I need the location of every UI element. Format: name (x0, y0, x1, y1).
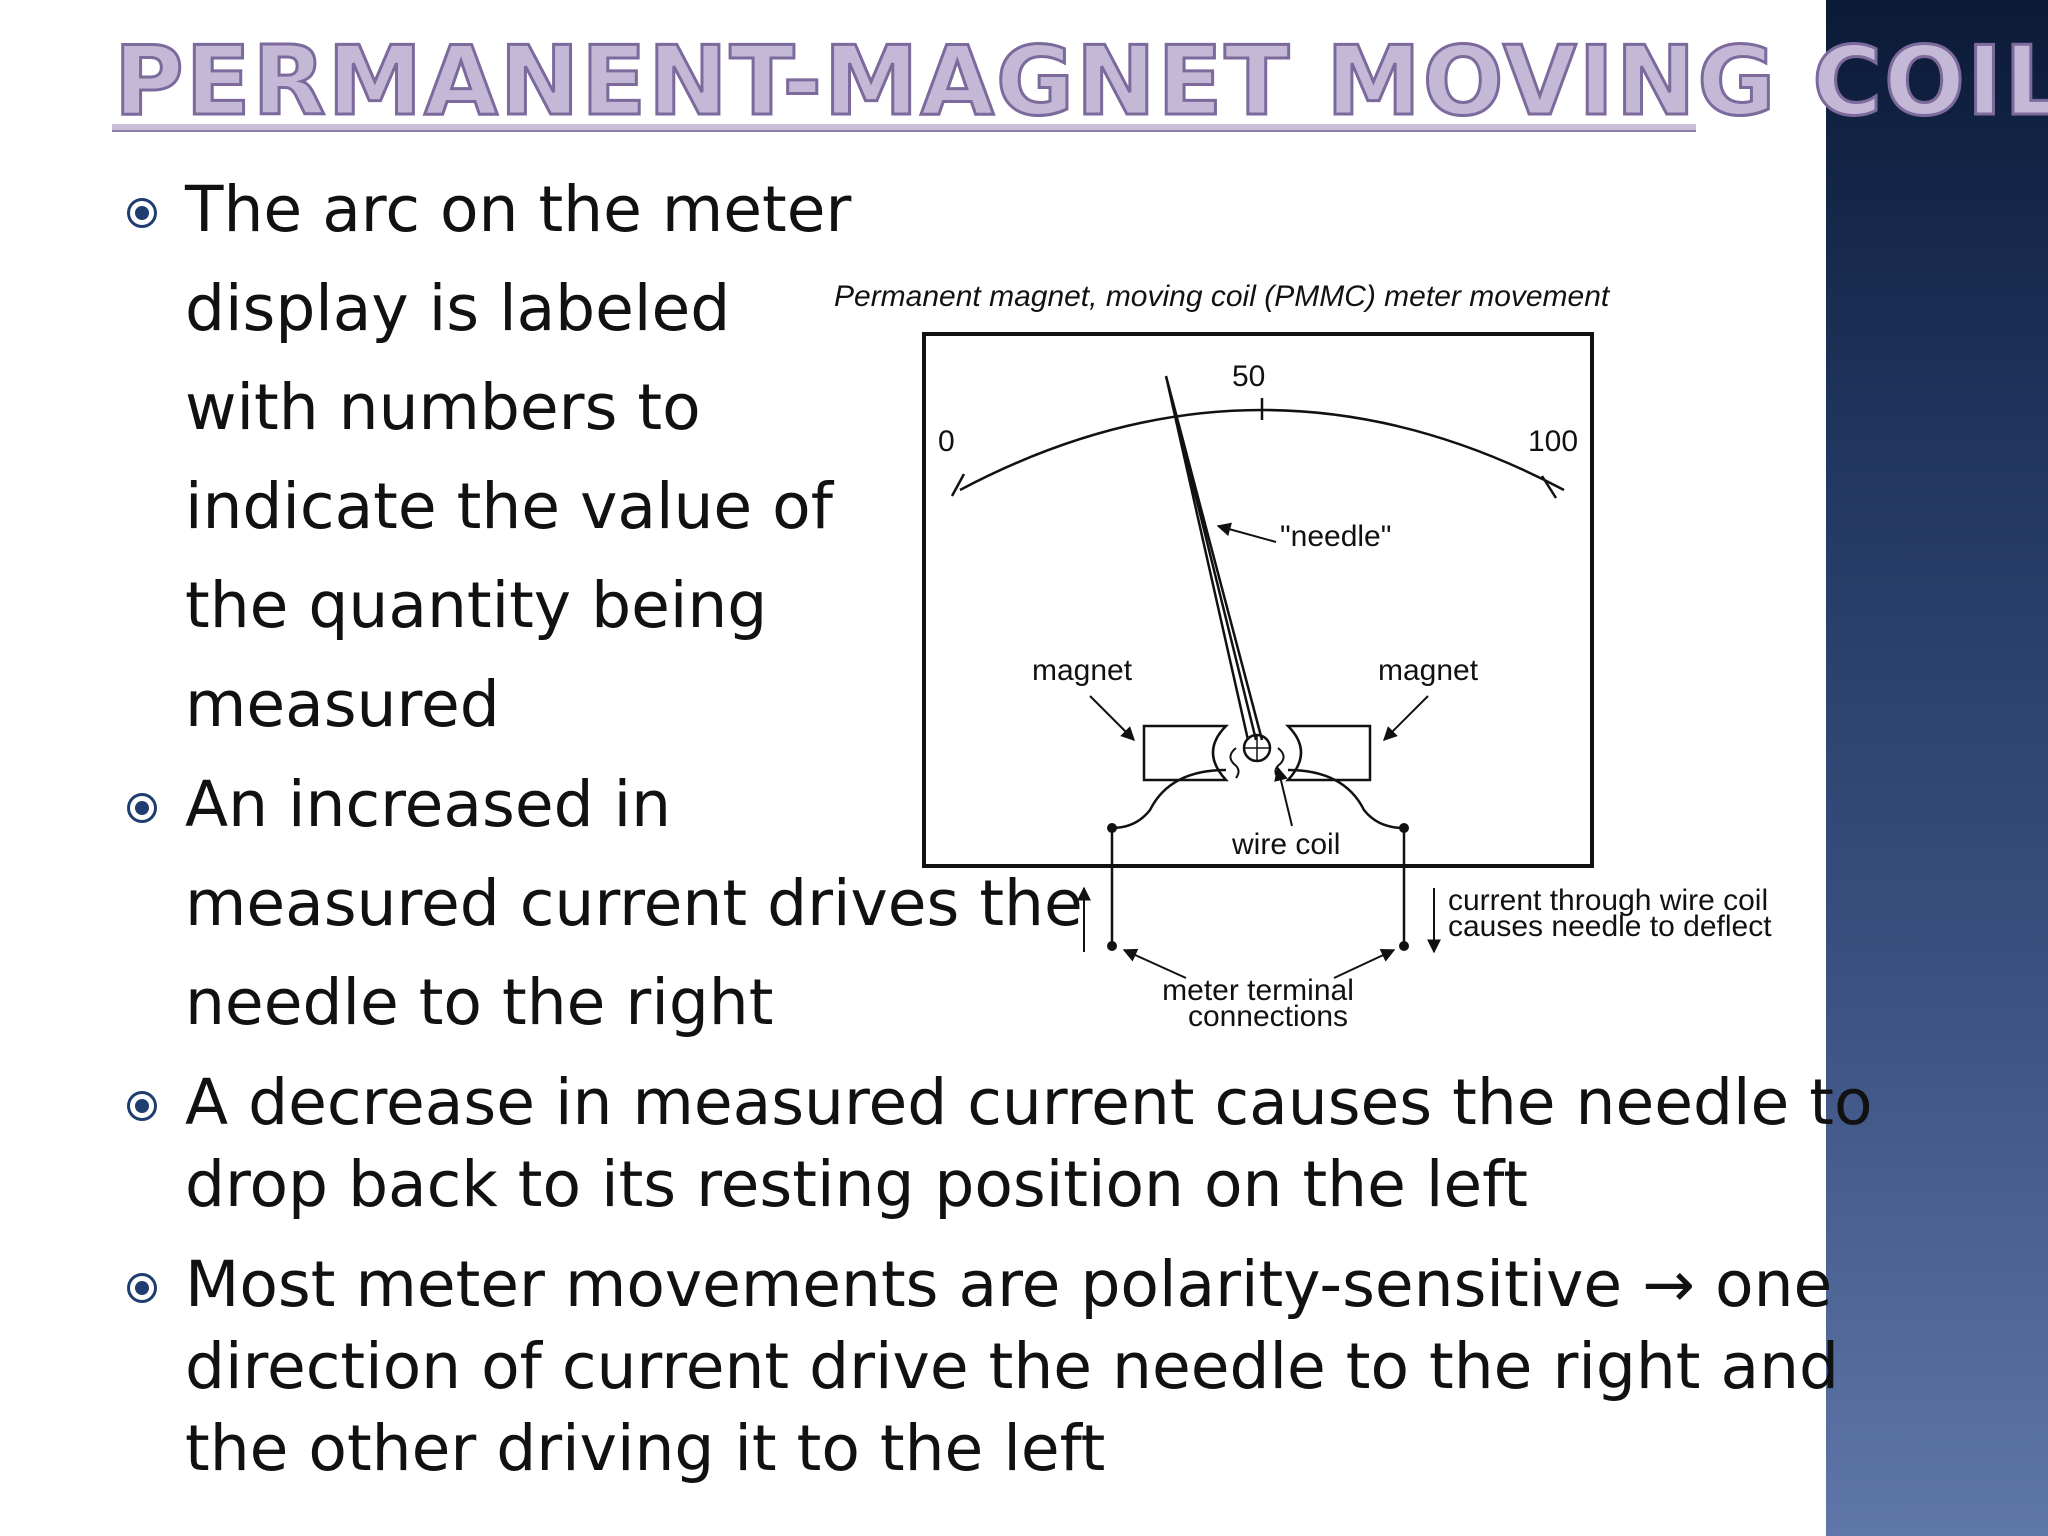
magnet-label-left: magnet (1032, 654, 1133, 687)
bullet-icon (127, 1273, 157, 1303)
magnet-arrow-left (1089, 695, 1135, 741)
right-terminal-wire (1287, 768, 1406, 946)
right-terminal (1399, 941, 1409, 951)
terminal-label-line-2: connections (1188, 1000, 1348, 1033)
magnet-label-right: magnet (1378, 654, 1479, 687)
diagram-caption: Permanent magnet, moving coil (PMMC) met… (834, 280, 1611, 313)
bullet-1-line-5: the quantity being (185, 569, 768, 642)
bullet-1-line-2: display is labeled (185, 272, 731, 345)
bullet-3-line-2: drop back to its resting position on the… (185, 1148, 1528, 1221)
left-terminal (1107, 941, 1117, 951)
bullet-3-line-1: A decrease in measured current causes th… (185, 1066, 1873, 1139)
right-wire-node (1399, 823, 1409, 833)
terminal-label-line-1: meter terminal (1162, 974, 1354, 1007)
slide-title: Permanent-Magnet Moving Coil (113, 26, 2048, 139)
scale-label-0: 0 (938, 425, 955, 458)
scale-tick-100 (1540, 475, 1558, 499)
left-wire-node (1107, 823, 1117, 833)
bullet-1-line-3: with numbers to (185, 371, 701, 444)
bullet-2-line-3: needle to the right (185, 966, 774, 1039)
bullet-1-line-1: The arc on the meter (185, 173, 852, 246)
bullet-2-line-2: measured current drives the (185, 867, 1083, 940)
magnet-arrow-right (1383, 695, 1429, 741)
bullet-icon (127, 793, 157, 823)
bullet-icon (127, 1091, 157, 1121)
bullet-4-line-2: direction of current drive the needle to… (185, 1330, 1840, 1403)
bullet-1-line-6: measured (185, 668, 500, 741)
side-decor-panel (1826, 0, 2048, 1536)
bullet-1-line-4: indicate the value of (185, 470, 833, 543)
right-magnet (1284, 724, 1372, 782)
terminal-arrow-right (1333, 948, 1396, 979)
coil-pivot (1244, 735, 1270, 761)
scale-tick-0 (950, 473, 966, 497)
bullet-icon (127, 198, 157, 228)
title-underline (112, 124, 1696, 132)
scale-label-50: 50 (1232, 360, 1265, 393)
bullet-2-line-1: An increased in (185, 768, 672, 841)
current-note-line-2: causes needle to deflect (1448, 910, 1772, 943)
wire-coil-label: wire coil (1231, 828, 1340, 861)
meter-face (922, 332, 1594, 868)
scale-arc (959, 408, 1565, 492)
left-magnet (1142, 724, 1230, 782)
terminal-arrow-left (1122, 948, 1187, 979)
bullet-4-line-1: Most meter movements are polarity-sensit… (185, 1248, 1833, 1321)
needle-label: "needle" (1280, 520, 1391, 553)
current-note-line-1: current through wire coil (1448, 884, 1768, 917)
needle-pointer-arrow (1216, 522, 1277, 543)
bullet-4-line-3: the other driving it to the left (185, 1412, 1106, 1485)
left-terminal-wire (1110, 768, 1227, 946)
needle (1164, 375, 1264, 741)
wire-coil-arrow (1274, 766, 1293, 827)
scale-label-100: 100 (1528, 425, 1578, 458)
